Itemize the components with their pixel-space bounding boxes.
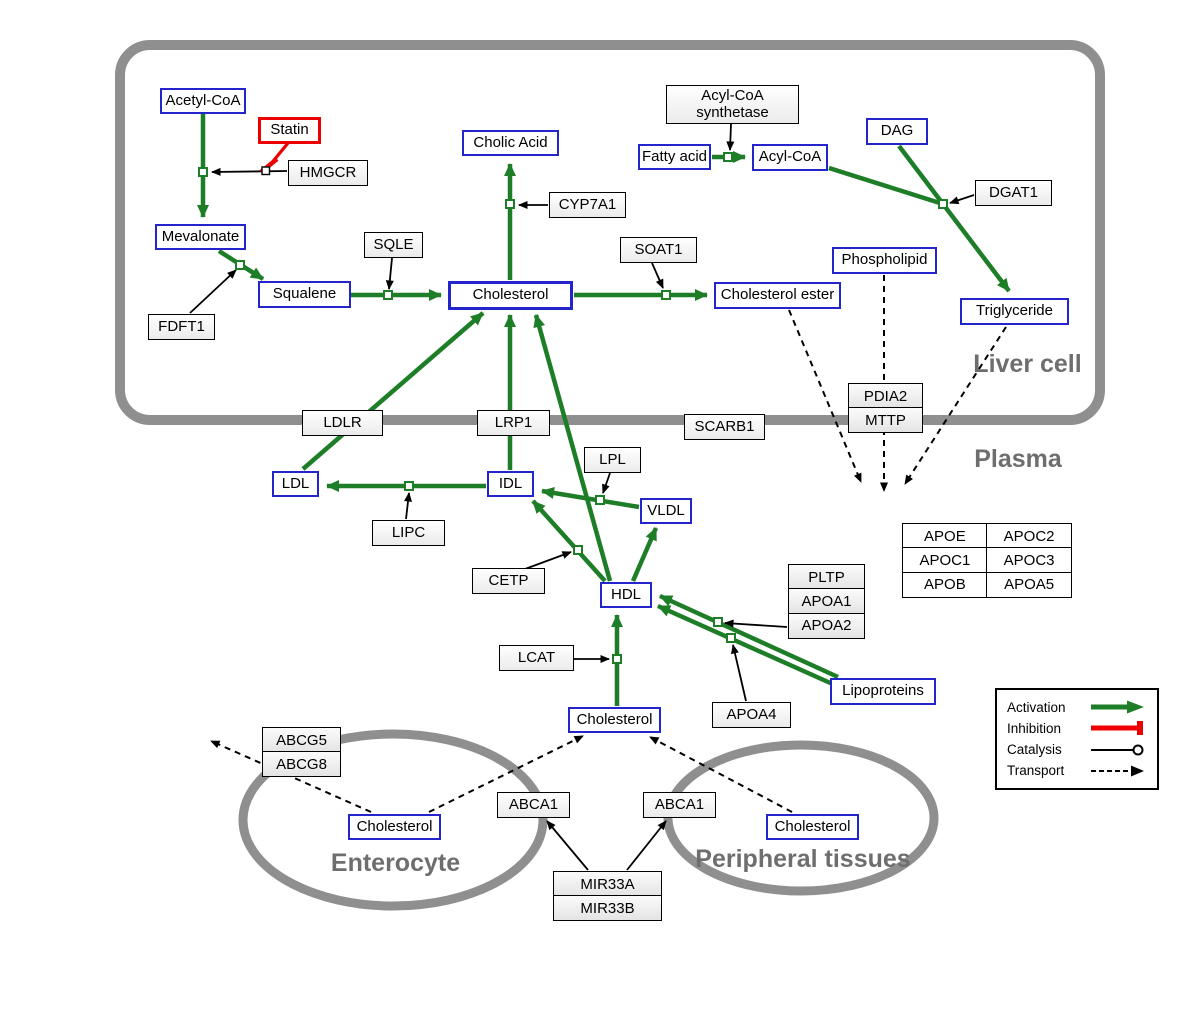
node-ldlr[interactable]: LDLR <box>302 410 383 436</box>
liver-cell-label: Liver cell <box>973 350 1082 378</box>
stack-pltp-apoa1-apoa2: PLTP APOA1 APOA2 <box>788 564 865 639</box>
apolipoprotein-table: APOE APOC2 APOC1 APOC3 APOB APOA5 <box>902 523 1072 598</box>
legend-activation-label: Activation <box>1007 699 1066 715</box>
node-pdia2[interactable]: PDIA2 <box>848 383 923 409</box>
peripheral-tissues-label: Peripheral tissues <box>695 845 911 873</box>
node-apoc2[interactable]: APOC2 <box>986 523 1072 549</box>
node-abca1-peripheral[interactable]: ABCA1 <box>643 792 716 818</box>
node-vldl[interactable]: VLDL <box>640 498 692 524</box>
node-cyp7a1[interactable]: CYP7A1 <box>549 192 626 218</box>
node-sqle[interactable]: SQLE <box>364 232 423 258</box>
node-mevalonate[interactable]: Mevalonate <box>155 224 246 250</box>
stack-mir33: MIR33A MIR33B <box>553 871 662 922</box>
node-idl[interactable]: IDL <box>487 471 534 497</box>
legend-row-activation: Activation <box>1007 697 1147 717</box>
catalysis-edges <box>189 123 975 871</box>
node-apoa4[interactable]: APOA4 <box>712 702 791 728</box>
catalysis-anchor-squares <box>198 152 948 664</box>
node-lipc[interactable]: LIPC <box>372 520 445 546</box>
legend-transport-label: Transport <box>1007 763 1065 779</box>
node-cetp[interactable]: CETP <box>472 568 545 594</box>
node-ldl[interactable]: LDL <box>272 471 319 497</box>
node-scarb1[interactable]: SCARB1 <box>684 414 765 440</box>
node-soat1[interactable]: SOAT1 <box>620 237 697 263</box>
node-apoa2[interactable]: APOA2 <box>788 612 865 639</box>
node-triglyceride[interactable]: Triglyceride <box>960 298 1069 325</box>
plasma-label: Plasma <box>974 445 1062 473</box>
stack-pdia2-mttp: PDIA2 MTTP <box>848 383 923 434</box>
node-cholesterol-enterocyte[interactable]: Cholesterol <box>348 814 441 840</box>
node-cholesterol-liver[interactable]: Cholesterol <box>448 281 573 310</box>
node-fdft1[interactable]: FDFT1 <box>148 314 215 340</box>
node-apob[interactable]: APOB <box>902 571 988 598</box>
node-lpl[interactable]: LPL <box>584 447 641 473</box>
node-dgat1[interactable]: DGAT1 <box>975 180 1052 206</box>
legend-row-inhibition: Inhibition <box>1007 718 1147 738</box>
node-squalene[interactable]: Squalene <box>258 281 351 308</box>
transport-dashed-arrow-icon <box>1091 765 1144 777</box>
node-lrp1[interactable]: LRP1 <box>477 410 550 436</box>
node-apoc3[interactable]: APOC3 <box>986 547 1072 574</box>
liver-cell-membrane <box>115 40 1105 425</box>
legend-row-catalysis: Catalysis <box>1007 740 1147 760</box>
enterocyte-label: Enterocyte <box>330 849 461 877</box>
transport-edges <box>210 275 1007 813</box>
node-mir33a[interactable]: MIR33A <box>553 871 662 897</box>
legend-catalysis-label: Catalysis <box>1007 742 1062 758</box>
node-dag[interactable]: DAG <box>866 118 928 145</box>
node-cholesterol-ester[interactable]: Cholesterol ester <box>714 282 841 309</box>
legend-inhibition-label: Inhibition <box>1007 720 1062 736</box>
node-lcat[interactable]: LCAT <box>499 645 574 671</box>
node-statin[interactable]: Statin <box>258 117 321 144</box>
legend: Activation Inhibition Catalysis Transpor… <box>995 688 1159 790</box>
legend-row-transport: Transport <box>1007 761 1147 781</box>
node-fatty-acid[interactable]: Fatty acid <box>638 144 711 170</box>
node-mir33b[interactable]: MIR33B <box>553 895 662 922</box>
peripheral-tissues-membrane <box>663 740 939 896</box>
inhibition-tbar-icon <box>1091 721 1143 736</box>
node-mttp[interactable]: MTTP <box>848 407 923 434</box>
node-apoa5[interactable]: APOA5 <box>986 571 1072 598</box>
stack-abcg5-abcg8: ABCG5 ABCG8 <box>262 727 341 778</box>
catalysis-circle-icon <box>1091 744 1144 756</box>
node-acetyl-coa[interactable]: Acetyl-CoA <box>160 88 246 114</box>
node-cholesterol-peripheral[interactable]: Cholesterol <box>766 814 859 840</box>
node-abca1-enterocyte[interactable]: ABCA1 <box>497 792 570 818</box>
node-apoc1[interactable]: APOC1 <box>902 547 988 574</box>
node-abcg8[interactable]: ABCG8 <box>262 751 341 778</box>
node-cholesterol-plasma[interactable]: Cholesterol <box>568 707 661 733</box>
node-apoe[interactable]: APOE <box>902 523 988 549</box>
node-pltp[interactable]: PLTP <box>788 564 865 590</box>
activation-edges <box>197 114 1011 706</box>
enterocyte-membrane <box>238 729 548 911</box>
node-cholic-acid[interactable]: Cholic Acid <box>462 130 559 156</box>
compartment-membranes <box>115 40 1105 911</box>
node-apoa1[interactable]: APOA1 <box>788 588 865 615</box>
node-phospholipid[interactable]: Phospholipid <box>832 247 937 274</box>
node-acyl-coa-synthetase[interactable]: Acyl-CoA synthetase <box>666 85 799 124</box>
node-hmgcr[interactable]: HMGCR <box>288 160 368 186</box>
node-hdl[interactable]: HDL <box>600 582 652 608</box>
node-abcg5[interactable]: ABCG5 <box>262 727 341 753</box>
node-lipoproteins[interactable]: Lipoproteins <box>830 678 936 705</box>
node-acyl-coa[interactable]: Acyl-CoA <box>752 144 828 171</box>
activation-arrow-icon <box>1091 700 1144 714</box>
